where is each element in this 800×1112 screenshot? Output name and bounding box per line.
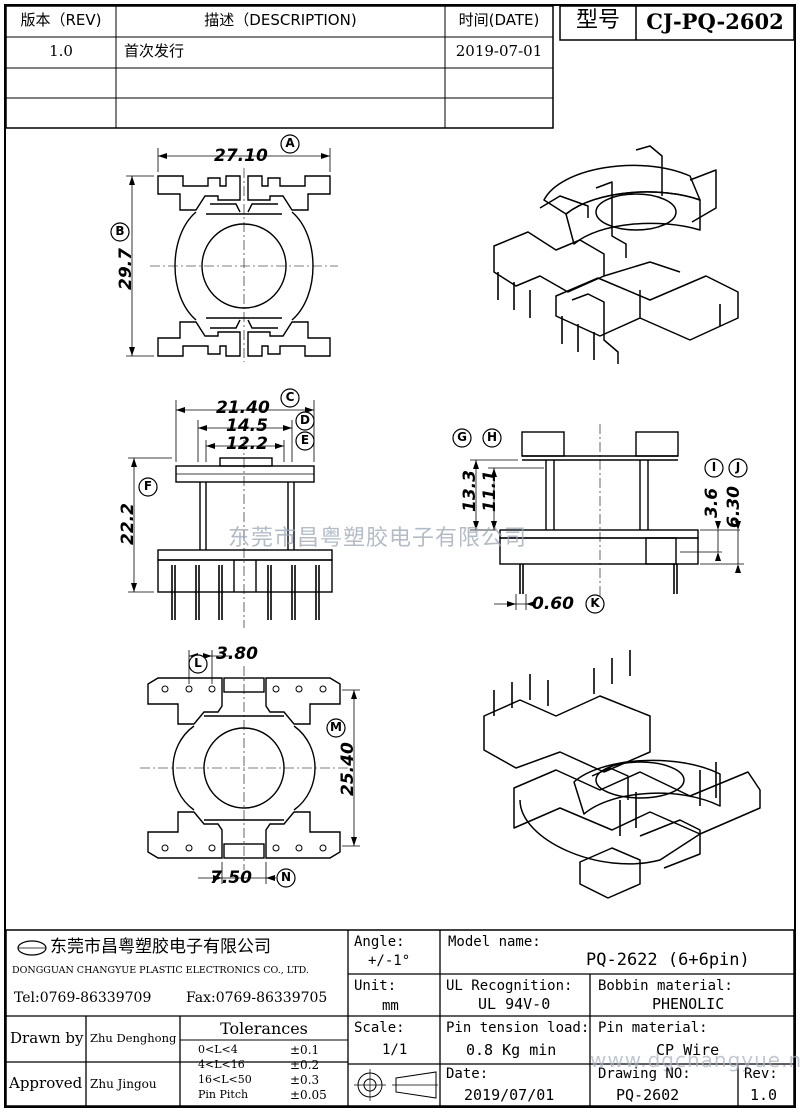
marker-n: N — [280, 870, 292, 884]
dim-m: 25.40 — [338, 742, 358, 796]
rev-value-title: 1.0 — [750, 1086, 778, 1104]
date-value-title: 2019/07/01 — [464, 1086, 555, 1104]
tolerance-value-3: ±0.3 — [290, 1073, 320, 1087]
angle-label: Angle: — [354, 934, 405, 950]
rev-label: Rev: — [744, 1066, 778, 1082]
rev-value: 1.0 — [49, 42, 73, 60]
company-tel: Tel:0769-86339709 — [14, 990, 152, 1006]
pin-material-value: CP Wire — [656, 1041, 720, 1059]
desc-header: 描述（DESCRIPTION) — [204, 11, 357, 29]
marker-j: J — [735, 460, 741, 474]
marker-b: B — [115, 224, 125, 238]
tolerance-value-1: ±0.1 — [290, 1043, 320, 1057]
dim-j: 6.30 — [724, 486, 744, 528]
unit-value: mm — [382, 998, 399, 1014]
marker-f: F — [143, 479, 153, 493]
scale-label: Scale: — [354, 1020, 405, 1036]
unit-label: Unit: — [354, 978, 397, 994]
dim-n: 7.50 — [210, 868, 252, 888]
marker-i: I — [711, 460, 717, 474]
model-name-label: Model name: — [448, 934, 541, 950]
company-en: DONGGUAN CHANGYUE PLASTIC ELECTRONICS CO… — [12, 965, 309, 976]
scale-value: 1/1 — [382, 1042, 408, 1058]
watermark-url: www.dgchangyue.net — [590, 1048, 800, 1072]
drawn-by-name: Zhu Denghong — [90, 1031, 177, 1045]
dim-c: 21.40 — [216, 398, 270, 418]
drawing-no-value: PQ-2602 — [616, 1086, 680, 1104]
dim-l: 3.80 — [216, 644, 258, 664]
dim-h: 11.1 — [480, 470, 500, 512]
desc-value: 首次发行 — [124, 42, 185, 60]
company-fax: Fax:0769-86339705 — [186, 990, 328, 1006]
drawing-no-label: Drawing NO: — [598, 1066, 691, 1082]
marker-l: L — [194, 656, 202, 670]
dim-a: 27.10 — [214, 146, 268, 166]
pin-tension-label: Pin tension load: — [446, 1020, 590, 1036]
tolerance-range-3: 16<L<50 — [198, 1073, 252, 1086]
marker-h: H — [486, 430, 498, 444]
marker-k: K — [590, 596, 600, 610]
marker-a: A — [285, 136, 295, 150]
marker-c: C — [285, 390, 295, 404]
tolerance-range-2: 4<L<16 — [198, 1058, 245, 1071]
drawn-by-label: Drawn by — [10, 1029, 84, 1047]
drawing-frame — [4, 4, 796, 1108]
rev-header: 版本（REV) — [20, 11, 102, 29]
angle-value: +/-1° — [368, 953, 411, 969]
marker-d: D — [300, 413, 310, 427]
model-label: 型号 — [575, 8, 620, 33]
tolerance-range-1: 0<L<4 — [198, 1043, 238, 1056]
ul-label: UL Recognition: — [446, 978, 573, 994]
tolerance-range-4: Pin Pitch — [198, 1088, 249, 1101]
model-number: CJ-PQ-2602 — [646, 9, 784, 34]
dim-e: 12.2 — [226, 434, 268, 454]
marker-e: E — [300, 433, 310, 447]
pin-material-label: Pin material: — [598, 1020, 708, 1036]
watermark-company: 东莞市昌粤塑胶电子有限公司 — [228, 526, 528, 551]
dim-g: 13.3 — [460, 470, 480, 512]
dim-f: 22.2 — [118, 503, 138, 545]
marker-g: G — [457, 430, 467, 444]
tolerance-value-4: ±0.05 — [290, 1088, 327, 1102]
bobbin-label: Bobbin material: — [598, 978, 733, 994]
date-label: Date: — [446, 1066, 489, 1082]
approved-label: Approved — [9, 1074, 83, 1092]
ul-value: UL 94V-0 — [478, 995, 551, 1013]
tolerances-label: Tolerances — [220, 1019, 308, 1038]
dim-k: 0.60 — [532, 594, 574, 614]
date-header: 时间(DATE) — [458, 11, 540, 29]
bobbin-value: PHENOLIC — [652, 995, 725, 1013]
dim-i: 3.6 — [702, 487, 722, 518]
approved-name: Zhu Jingou — [90, 1077, 157, 1091]
dim-d: 14.5 — [226, 416, 268, 436]
pin-tension-value: 0.8 Kg min — [466, 1041, 557, 1059]
dim-b: 29.7 — [116, 248, 136, 290]
marker-m: M — [330, 720, 342, 734]
company-cn: 东莞市昌粤塑胶电子有限公司 — [50, 937, 271, 957]
tolerance-value-2: ±0.2 — [290, 1058, 320, 1072]
model-name-value: PQ-2622 (6+6pin) — [586, 950, 750, 970]
date-value: 2019-07-01 — [455, 42, 543, 60]
